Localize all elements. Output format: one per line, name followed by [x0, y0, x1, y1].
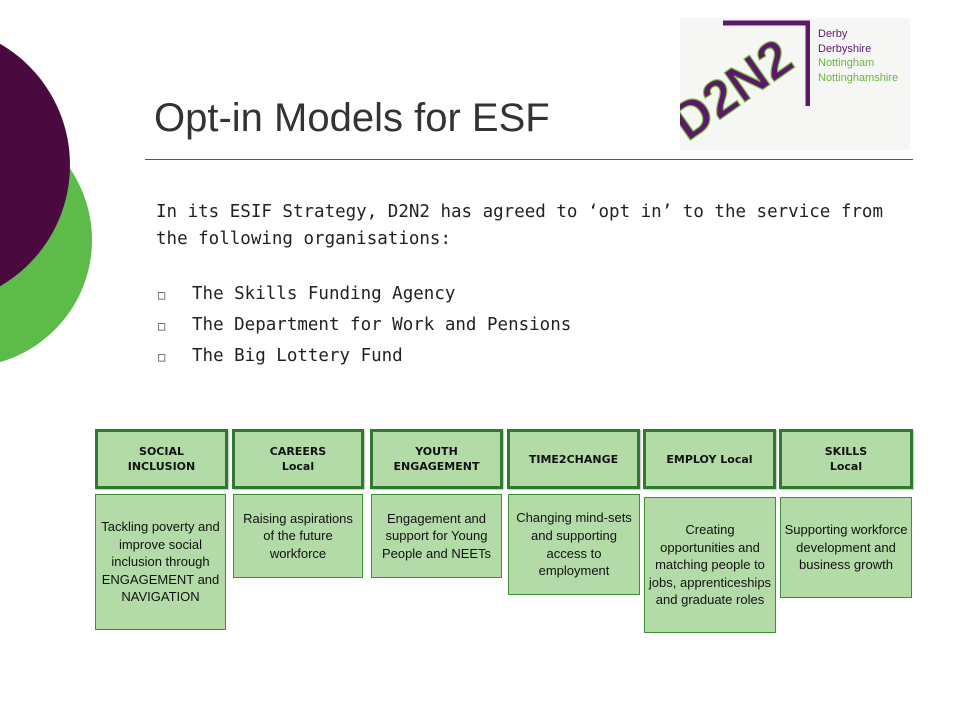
title-divider: [145, 159, 913, 160]
youth-engagement-heading: YOUTH ENGAGEMENT: [370, 429, 503, 489]
careers-local-description: Raising aspirations of the future workfo…: [233, 494, 363, 578]
careers-local-heading: CAREERS Local: [232, 429, 364, 489]
purple-circle: [0, 43, 70, 287]
time2change-description: Changing mind-sets and supporting access…: [508, 494, 640, 595]
bullet-text: The Department for Work and Pensions: [192, 315, 572, 335]
logo-line-nottingham: Nottingham: [818, 57, 875, 69]
slide-title: Opt-in Models for ESF: [154, 96, 550, 140]
hollow-square-bullet-icon: □: [158, 350, 166, 364]
time2change-heading: TIME2CHANGE: [507, 429, 640, 489]
d2n2-logo-mark: D2N2: [680, 20, 810, 150]
employ-local-heading: EMPLOY Local: [643, 429, 776, 489]
bullet-item: □ The Big Lottery Fund: [158, 342, 571, 373]
social-inclusion-heading: SOCIAL INCLUSION: [95, 429, 228, 489]
hollow-square-bullet-icon: □: [158, 288, 166, 302]
bullet-list: □ The Skills Funding Agency □ The Departme…: [158, 280, 571, 373]
logo-mark-text: D2N2: [680, 28, 803, 150]
bullet-text: The Skills Funding Agency: [192, 284, 456, 304]
logo-line-derby: Derby: [818, 28, 848, 40]
logo-place-names: Derby Derbyshire Nottingham Nottinghamsh…: [818, 27, 898, 85]
decorative-circles: [0, 43, 92, 363]
youth-engagement-description: Engagement and support for Young People …: [371, 494, 502, 578]
bullet-item: □ The Skills Funding Agency: [158, 280, 571, 311]
logo-line-derbyshire: Derbyshire: [818, 42, 872, 55]
bullet-item: □ The Department for Work and Pensions: [158, 311, 571, 342]
hollow-square-bullet-icon: □: [158, 319, 166, 333]
skills-local-description: Supporting workforce development and bus…: [780, 497, 912, 598]
social-inclusion-description: Tackling poverty and improve social incl…: [95, 494, 226, 630]
employ-local-description: Creating opportunities and matching peop…: [644, 497, 776, 633]
d2n2-logo: D2N2 Derby Derbyshire Nottingham Notting…: [680, 18, 910, 150]
intro-paragraph: In its ESIF Strategy, D2N2 has agreed to…: [156, 202, 883, 249]
bullet-text: The Big Lottery Fund: [192, 346, 403, 366]
logo-line-nottinghamshire: Nottinghamshire: [818, 71, 899, 84]
skills-local-heading: SKILLS Local: [779, 429, 913, 489]
